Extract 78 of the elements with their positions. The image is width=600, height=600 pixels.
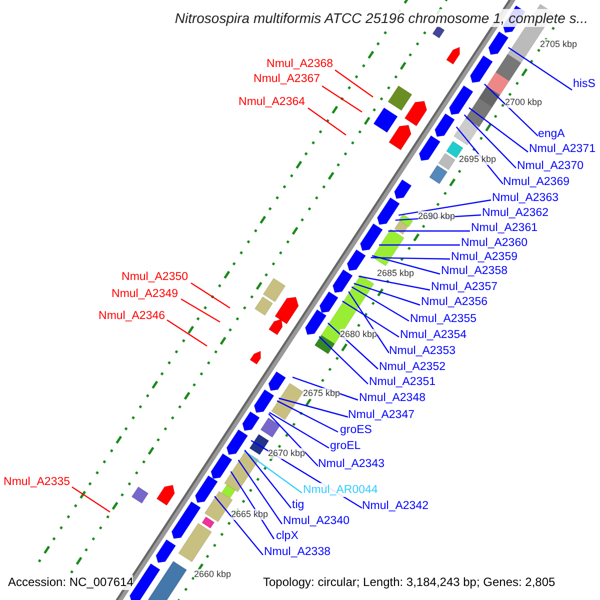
gene-label: Nmul_A2348: [359, 391, 426, 405]
leader-line: [370, 257, 450, 260]
accession-label: Accession: NC_007614: [8, 575, 134, 590]
leader-line: [244, 450, 302, 494]
leader-line: [348, 291, 390, 354]
leader-line: [238, 460, 282, 524]
genome-stats-label: Topology: circular; Length: 3,184,243 bp; Genes: 2,805: [263, 575, 556, 590]
gene-label: Nmul_A2367: [254, 72, 320, 86]
gene-label: Nmul_A2347: [348, 408, 414, 422]
leader-line: [322, 86, 362, 112]
leader-line: [269, 412, 330, 449]
leader-line: [166, 320, 208, 346]
scale-label: 2675 kbp: [303, 388, 340, 399]
scale-label: 2665 kbp: [231, 509, 268, 520]
leader-line: [244, 450, 292, 508]
gene-label: Nmul_A2364: [238, 95, 305, 109]
scale-label: 2705 kbp: [540, 39, 578, 50]
gene-label: Nmul_A2353: [389, 344, 456, 358]
leader-line: [318, 336, 368, 384]
leader-line: [328, 322, 378, 370]
scale-label: 2660 kbp: [194, 569, 232, 580]
leader-line: [508, 47, 572, 90]
leader-line: [484, 84, 538, 136]
gene-label: Nmul_A2369: [503, 175, 570, 189]
gene-label: Nmul_A2363: [492, 191, 558, 205]
leader-line: [358, 276, 430, 291]
scale-label: 2670 kbp: [268, 448, 306, 459]
gene-label: Nmul_A2342: [362, 499, 428, 513]
gene-label: Nmul_AR0044: [303, 483, 378, 497]
leader-line: [276, 400, 338, 433]
leader-line: [334, 70, 374, 98]
gene-label: Nmul_A2354: [400, 328, 466, 342]
leader-line: [308, 108, 346, 136]
scale-label: 2680 kbp: [340, 329, 378, 340]
leader-line: [214, 496, 264, 556]
gene-label: engA: [538, 127, 565, 141]
gene-label: Nmul_A2357: [431, 280, 498, 294]
scale-label: 2700 kbp: [505, 97, 542, 108]
scale-label: 2685 kbp: [377, 268, 414, 279]
gene-label: Nmul_A2362: [482, 206, 548, 220]
leader-line: [351, 286, 410, 322]
gene-label: Nmul_A2346: [98, 309, 165, 323]
scale-label: 2695 kbp: [459, 154, 496, 165]
gene-label: Nmul_A2350: [122, 270, 188, 284]
gene-label: Nmul_A2368: [266, 57, 333, 71]
leader-line: [180, 298, 220, 323]
leader-line: [268, 413, 318, 466]
leader-line: [354, 282, 420, 306]
leader-line: [190, 282, 230, 308]
gene-label: Nmul_A2370: [517, 159, 584, 173]
gene-label: clpX: [276, 529, 298, 543]
gene-label: Nmul_A2371: [529, 142, 596, 156]
gene-label: Nmul_A2335: [4, 475, 70, 489]
leader-line: [464, 114, 516, 168]
gene-label: Nmul_A2338: [264, 545, 330, 559]
gene-label: Nmul_A2361: [471, 221, 538, 235]
gene-label: Nmul_A2343: [318, 457, 384, 471]
leader-line: [379, 244, 460, 246]
gene-label: Nmul_A2349: [112, 287, 178, 301]
gene-label: Nmul_A2359: [451, 250, 518, 264]
gene-label: Nmul_A2358: [441, 264, 508, 278]
leader-line: [398, 199, 492, 216]
gene-label: Nmul_A2352: [379, 360, 446, 374]
leader-line: [278, 398, 348, 418]
leader-line: [342, 300, 400, 338]
gene-label: groES: [340, 423, 372, 437]
leader-line: [388, 230, 470, 232]
gene-label: Nmul_A2356: [421, 295, 488, 309]
gene-label: Nmul_A2360: [461, 236, 528, 250]
gene-label: Nmul_A2340: [283, 514, 350, 528]
leader-line: [468, 107, 528, 152]
leader-line: [72, 486, 110, 512]
gene-label: groEL: [330, 439, 361, 453]
gene-label: tig: [292, 498, 304, 512]
scale-label: 2690 kbp: [418, 211, 456, 222]
leader-line: [372, 255, 440, 275]
gene-label: Nmul_A2355: [410, 312, 476, 326]
gene-label: Nmul_A2351: [369, 375, 436, 389]
